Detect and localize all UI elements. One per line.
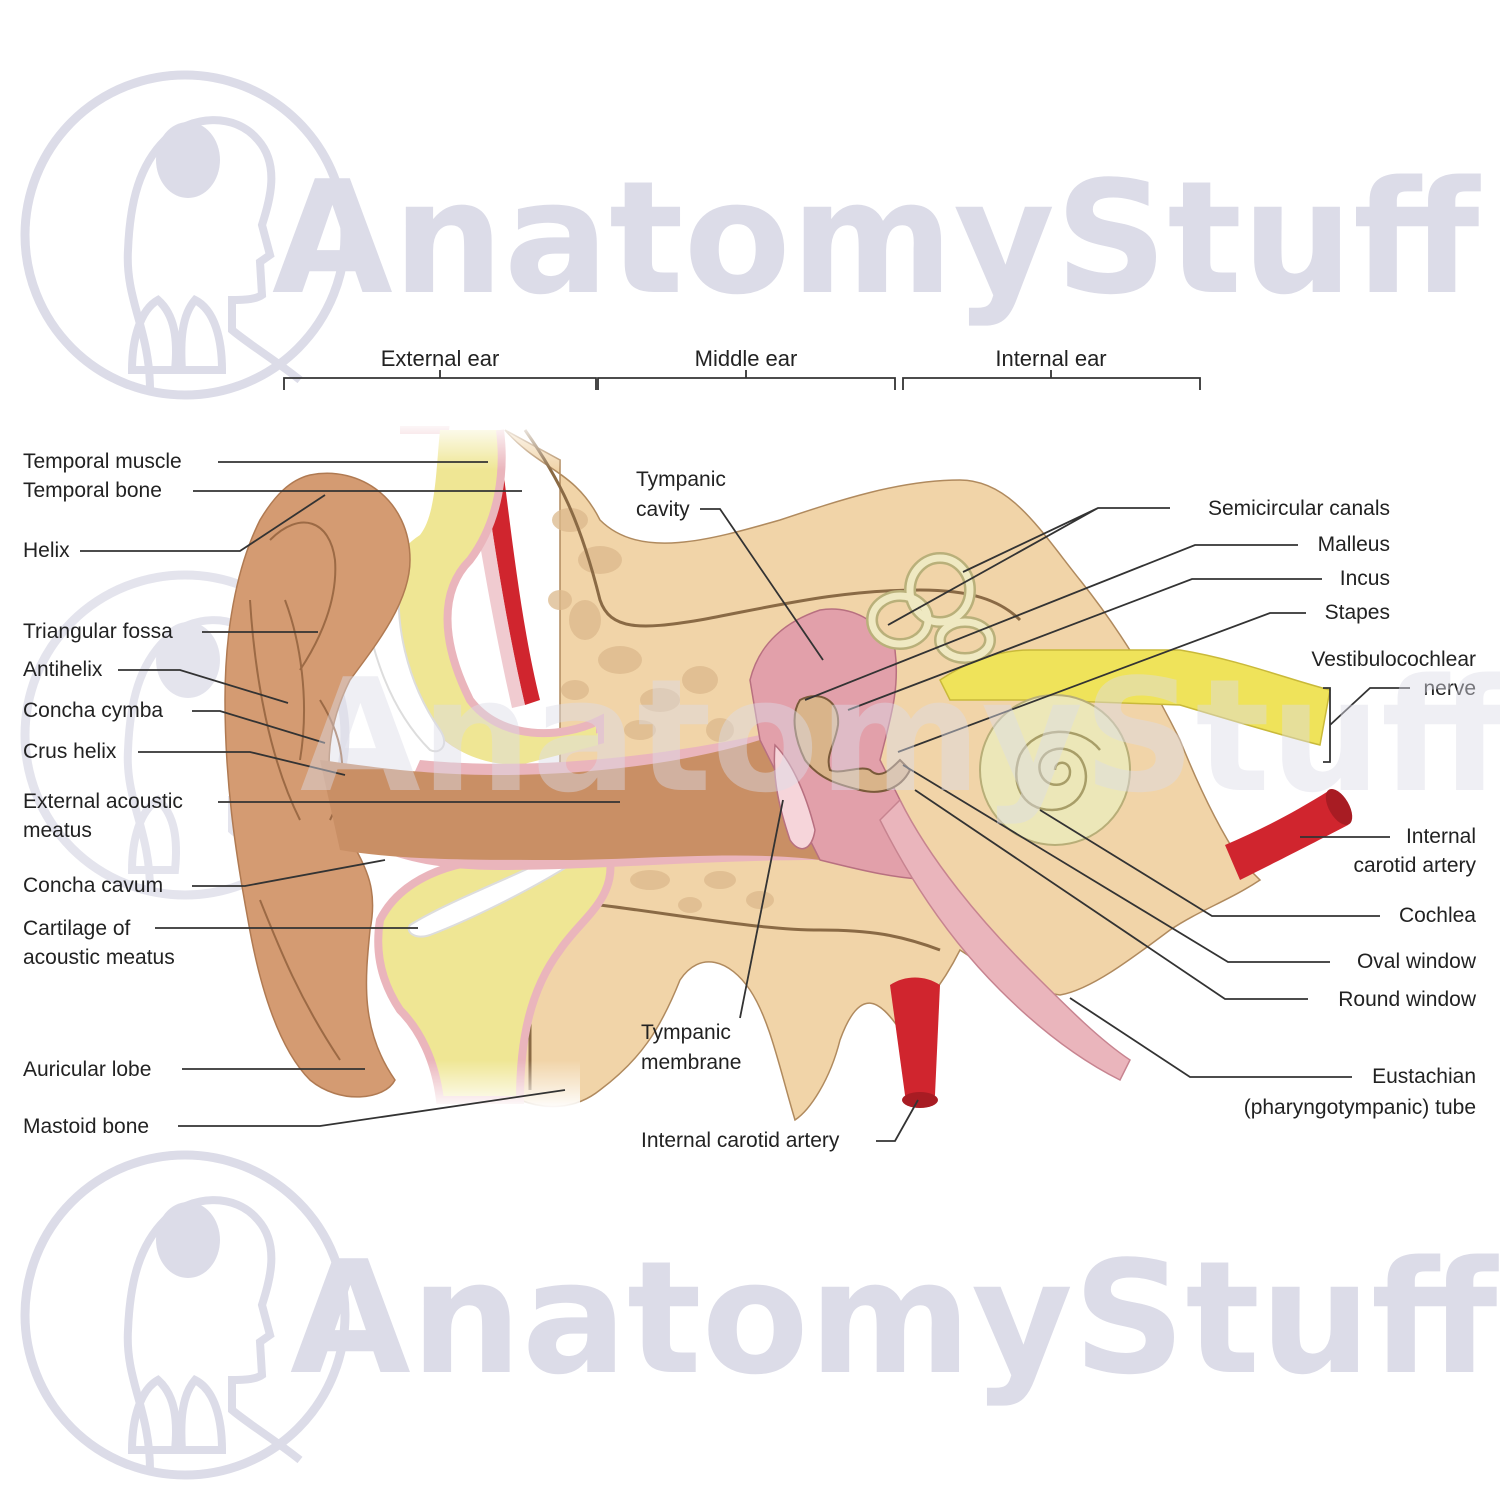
- label-tympanic-membrane-1: Tympanic: [641, 1021, 731, 1044]
- ear-illustration: [224, 420, 1353, 1122]
- label-external-acoustic-meatus-2: meatus: [23, 819, 92, 842]
- watermark-text: AnatomyStuff: [290, 1227, 1499, 1409]
- section-middle-ear: Middle ear: [695, 346, 798, 371]
- leader-malleus: [804, 544, 1298, 701]
- label-internal-carotid-artery-right-2: carotid artery: [1353, 854, 1476, 877]
- leader-internal-carotid-artery-bottom: [876, 1099, 919, 1142]
- leader-stapes: [897, 612, 1306, 753]
- tympanic-membrane-shape: [773, 743, 816, 850]
- label-malleus: Malleus: [1318, 533, 1390, 556]
- label-internal-carotid-artery-right-1: Internal: [1406, 825, 1476, 848]
- watermark-brain-icon: [156, 622, 220, 698]
- label-cartilage-of-acoustic-meatus-2: acoustic meatus: [23, 946, 175, 969]
- watermark-brain-icon: [156, 122, 220, 198]
- label-concha-cymba: Concha cymba: [23, 699, 163, 722]
- leader-semicircular-canals: [887, 507, 1170, 626]
- internal-carotid-bottom-end: [902, 1092, 938, 1108]
- label-tympanic-membrane-2: membrane: [641, 1051, 741, 1074]
- bracket-middle-ear: [597, 370, 896, 390]
- watermark-brain-icon: [156, 1202, 220, 1278]
- label-antihelix: Antihelix: [23, 658, 103, 681]
- label-cartilage-of-acoustic-meatus-1: Cartilage of: [23, 917, 131, 940]
- label-external-acoustic-meatus-1: External acoustic: [23, 790, 183, 813]
- label-auricular-lobe: Auricular lobe: [23, 1058, 151, 1081]
- internal-carotid-right-end: [1325, 788, 1353, 826]
- label-helix: Helix: [23, 539, 70, 562]
- label-eustachian-tube-2: (pharyngotympanic) tube: [1244, 1096, 1476, 1119]
- label-triangular-fossa: Triangular fossa: [23, 620, 173, 643]
- labels-right: Semicircular canals Malleus Incus Stapes…: [804, 497, 1477, 1119]
- labels-left: Temporal muscle Temporal bone Helix Tria…: [23, 450, 620, 1138]
- leader-cochlea: [1039, 809, 1380, 917]
- human-silhouette-icon: [123, 116, 303, 391]
- leader-concha-cymba: [192, 710, 326, 744]
- label-oval-window: Oval window: [1357, 950, 1477, 973]
- label-tympanic-cavity-2: cavity: [636, 498, 690, 521]
- label-mastoid-bone: Mastoid bone: [23, 1115, 149, 1138]
- leader-oval-window: [902, 764, 1330, 963]
- leader-tympanic-membrane: [739, 799, 784, 1019]
- acoustic-canal-shape: [320, 735, 820, 860]
- section-brackets: External ear Middle ear Internal ear: [283, 346, 1201, 390]
- label-cochlea: Cochlea: [1399, 904, 1476, 927]
- label-vestibulocochlear-nerve-2: nerve: [1423, 677, 1476, 700]
- label-incus: Incus: [1340, 567, 1390, 590]
- label-crus-helix: Crus helix: [23, 740, 117, 763]
- label-eustachian-tube-1: Eustachian: [1372, 1065, 1476, 1088]
- label-semicircular-canals: Semicircular canals: [1208, 497, 1390, 520]
- leader-helix: [80, 494, 326, 552]
- leader-tympanic-cavity: [700, 508, 824, 661]
- label-round-window: Round window: [1338, 988, 1477, 1011]
- semicircular-canals-inner: [868, 554, 994, 662]
- leader-incus: [847, 578, 1322, 711]
- leader-eustachian-tube: [1069, 997, 1352, 1078]
- leader-round-window: [914, 789, 1308, 1000]
- label-vestibulocochlear-nerve-1: Vestibulocochlear: [1311, 648, 1476, 671]
- watermark-bottom: AnatomyStuff: [20, 1150, 1499, 1480]
- vestibulocochlear-nerve-shape: [939, 649, 1331, 746]
- leader-vestibulocochlear-nerve: [1323, 687, 1410, 763]
- labels-center: Tympanic cavity Tympanic membrane Intern…: [636, 468, 919, 1152]
- leader-antihelix: [118, 669, 289, 704]
- bone-texture: [548, 508, 774, 913]
- cochlea-spiral: [1015, 730, 1101, 812]
- label-stapes: Stapes: [1325, 601, 1390, 624]
- eustachian-tube-shape: [879, 798, 1131, 1082]
- label-tympanic-cavity-1: Tympanic: [636, 468, 726, 491]
- ossicles-shape: [793, 695, 912, 793]
- internal-carotid-right-shape: [1225, 790, 1348, 880]
- section-external-ear: External ear: [381, 346, 500, 371]
- label-temporal-bone: Temporal bone: [23, 479, 162, 502]
- watermark-top: AnatomyStuff: [20, 70, 1481, 400]
- auricle-shape: [224, 472, 411, 1098]
- bracket-external-ear: [283, 370, 597, 390]
- bone-inner-line: [523, 429, 1022, 628]
- label-temporal-muscle: Temporal muscle: [23, 450, 182, 473]
- label-internal-carotid-artery-bottom: Internal carotid artery: [641, 1129, 840, 1152]
- watermark-ring: [20, 70, 350, 400]
- label-concha-cavum: Concha cavum: [23, 874, 163, 897]
- human-silhouette-icon: [123, 1196, 303, 1471]
- leader-crus-helix: [138, 751, 346, 776]
- internal-carotid-bottom-shape: [890, 977, 940, 1103]
- section-internal-ear: Internal ear: [995, 346, 1106, 371]
- watermark-text-middle: AnatomyStuff: [300, 645, 1500, 827]
- bracket-internal-ear: [902, 370, 1201, 390]
- watermark-ring: [20, 1150, 350, 1480]
- watermark-text: AnatomyStuff: [272, 147, 1481, 329]
- cartilage-upper-fill: [384, 430, 598, 765]
- leader-concha-cavum: [192, 859, 386, 887]
- watermark-ring: [20, 570, 350, 900]
- leader-mastoid-bone: [178, 1089, 566, 1127]
